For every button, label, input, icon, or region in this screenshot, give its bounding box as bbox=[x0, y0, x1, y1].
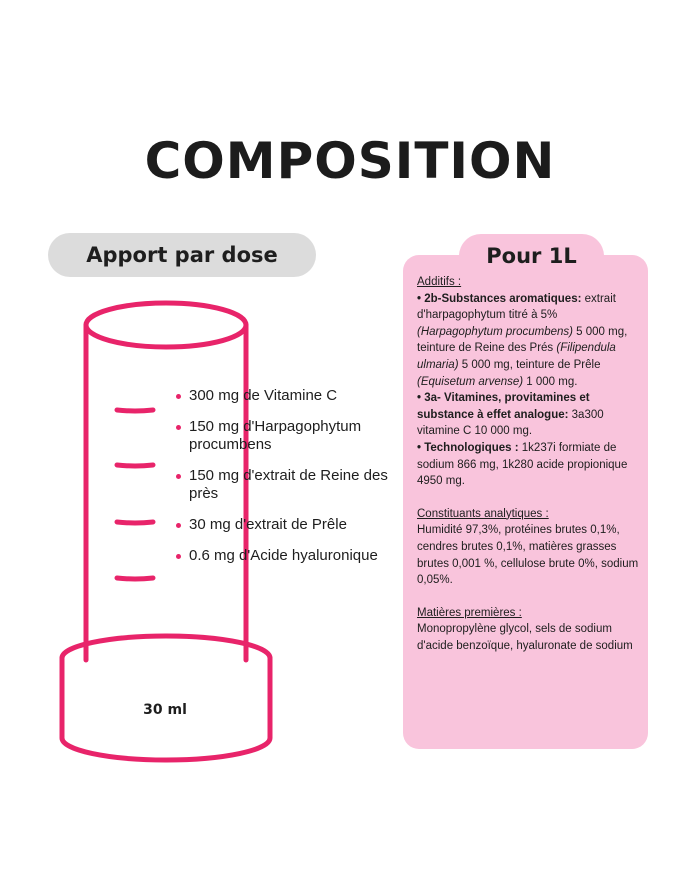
matieres-text: Monopropylène glycol, sels de sodium d'a… bbox=[417, 623, 633, 652]
dose-item: 150 mg d'Harpagophytum procumbens bbox=[176, 418, 401, 454]
graduation-mark bbox=[114, 519, 156, 526]
techno-paragraph: • Technologiques : 1k237i formiate de so… bbox=[417, 441, 628, 488]
matieres-heading: Matières premières : bbox=[417, 606, 522, 619]
vitamin-paragraph: • 3a- Vitamines, provitamines et substan… bbox=[417, 392, 604, 438]
aroma-paragraph: • 2b-Substances aromatiques: extrait d'h… bbox=[417, 292, 628, 388]
cylinder-top-rim bbox=[83, 300, 249, 350]
dose-list: 300 mg de Vitamine C 150 mg d'Harpagophy… bbox=[176, 387, 401, 578]
additifs-heading: Additifs : bbox=[417, 276, 462, 288]
base-body bbox=[59, 655, 273, 763]
composition-details: Additifs : • 2b-Substances aromatiques: … bbox=[417, 274, 645, 654]
base-top-rim bbox=[59, 633, 273, 661]
bullet-icon bbox=[176, 394, 181, 399]
page-title: COMPOSITION bbox=[144, 132, 556, 190]
bullet-icon bbox=[176, 474, 181, 479]
graduation-mark bbox=[114, 575, 156, 582]
volume-label: 30 ml bbox=[143, 702, 187, 718]
composition-panel bbox=[403, 255, 648, 749]
graduation-mark bbox=[114, 407, 156, 414]
dose-item: 30 mg d'extrait de Prêle bbox=[176, 516, 401, 534]
dose-item: 300 mg de Vitamine C bbox=[176, 387, 401, 405]
dose-item: 0.6 mg d'Acide hyaluronique bbox=[176, 547, 401, 565]
bullet-icon bbox=[176, 425, 181, 430]
constituants-text: Humidité 97,3%, protéines brutes 0,1%, c… bbox=[417, 524, 639, 587]
graduation-mark bbox=[114, 462, 156, 469]
dose-header: Apport par dose bbox=[48, 233, 316, 277]
bullet-icon bbox=[176, 554, 181, 559]
per-liter-header: Pour 1L bbox=[459, 234, 604, 278]
constituants-heading: Constituants analytiques : bbox=[417, 507, 549, 520]
bullet-icon bbox=[176, 523, 181, 528]
dose-item: 150 mg d'extrait de Reine des près bbox=[176, 467, 401, 503]
